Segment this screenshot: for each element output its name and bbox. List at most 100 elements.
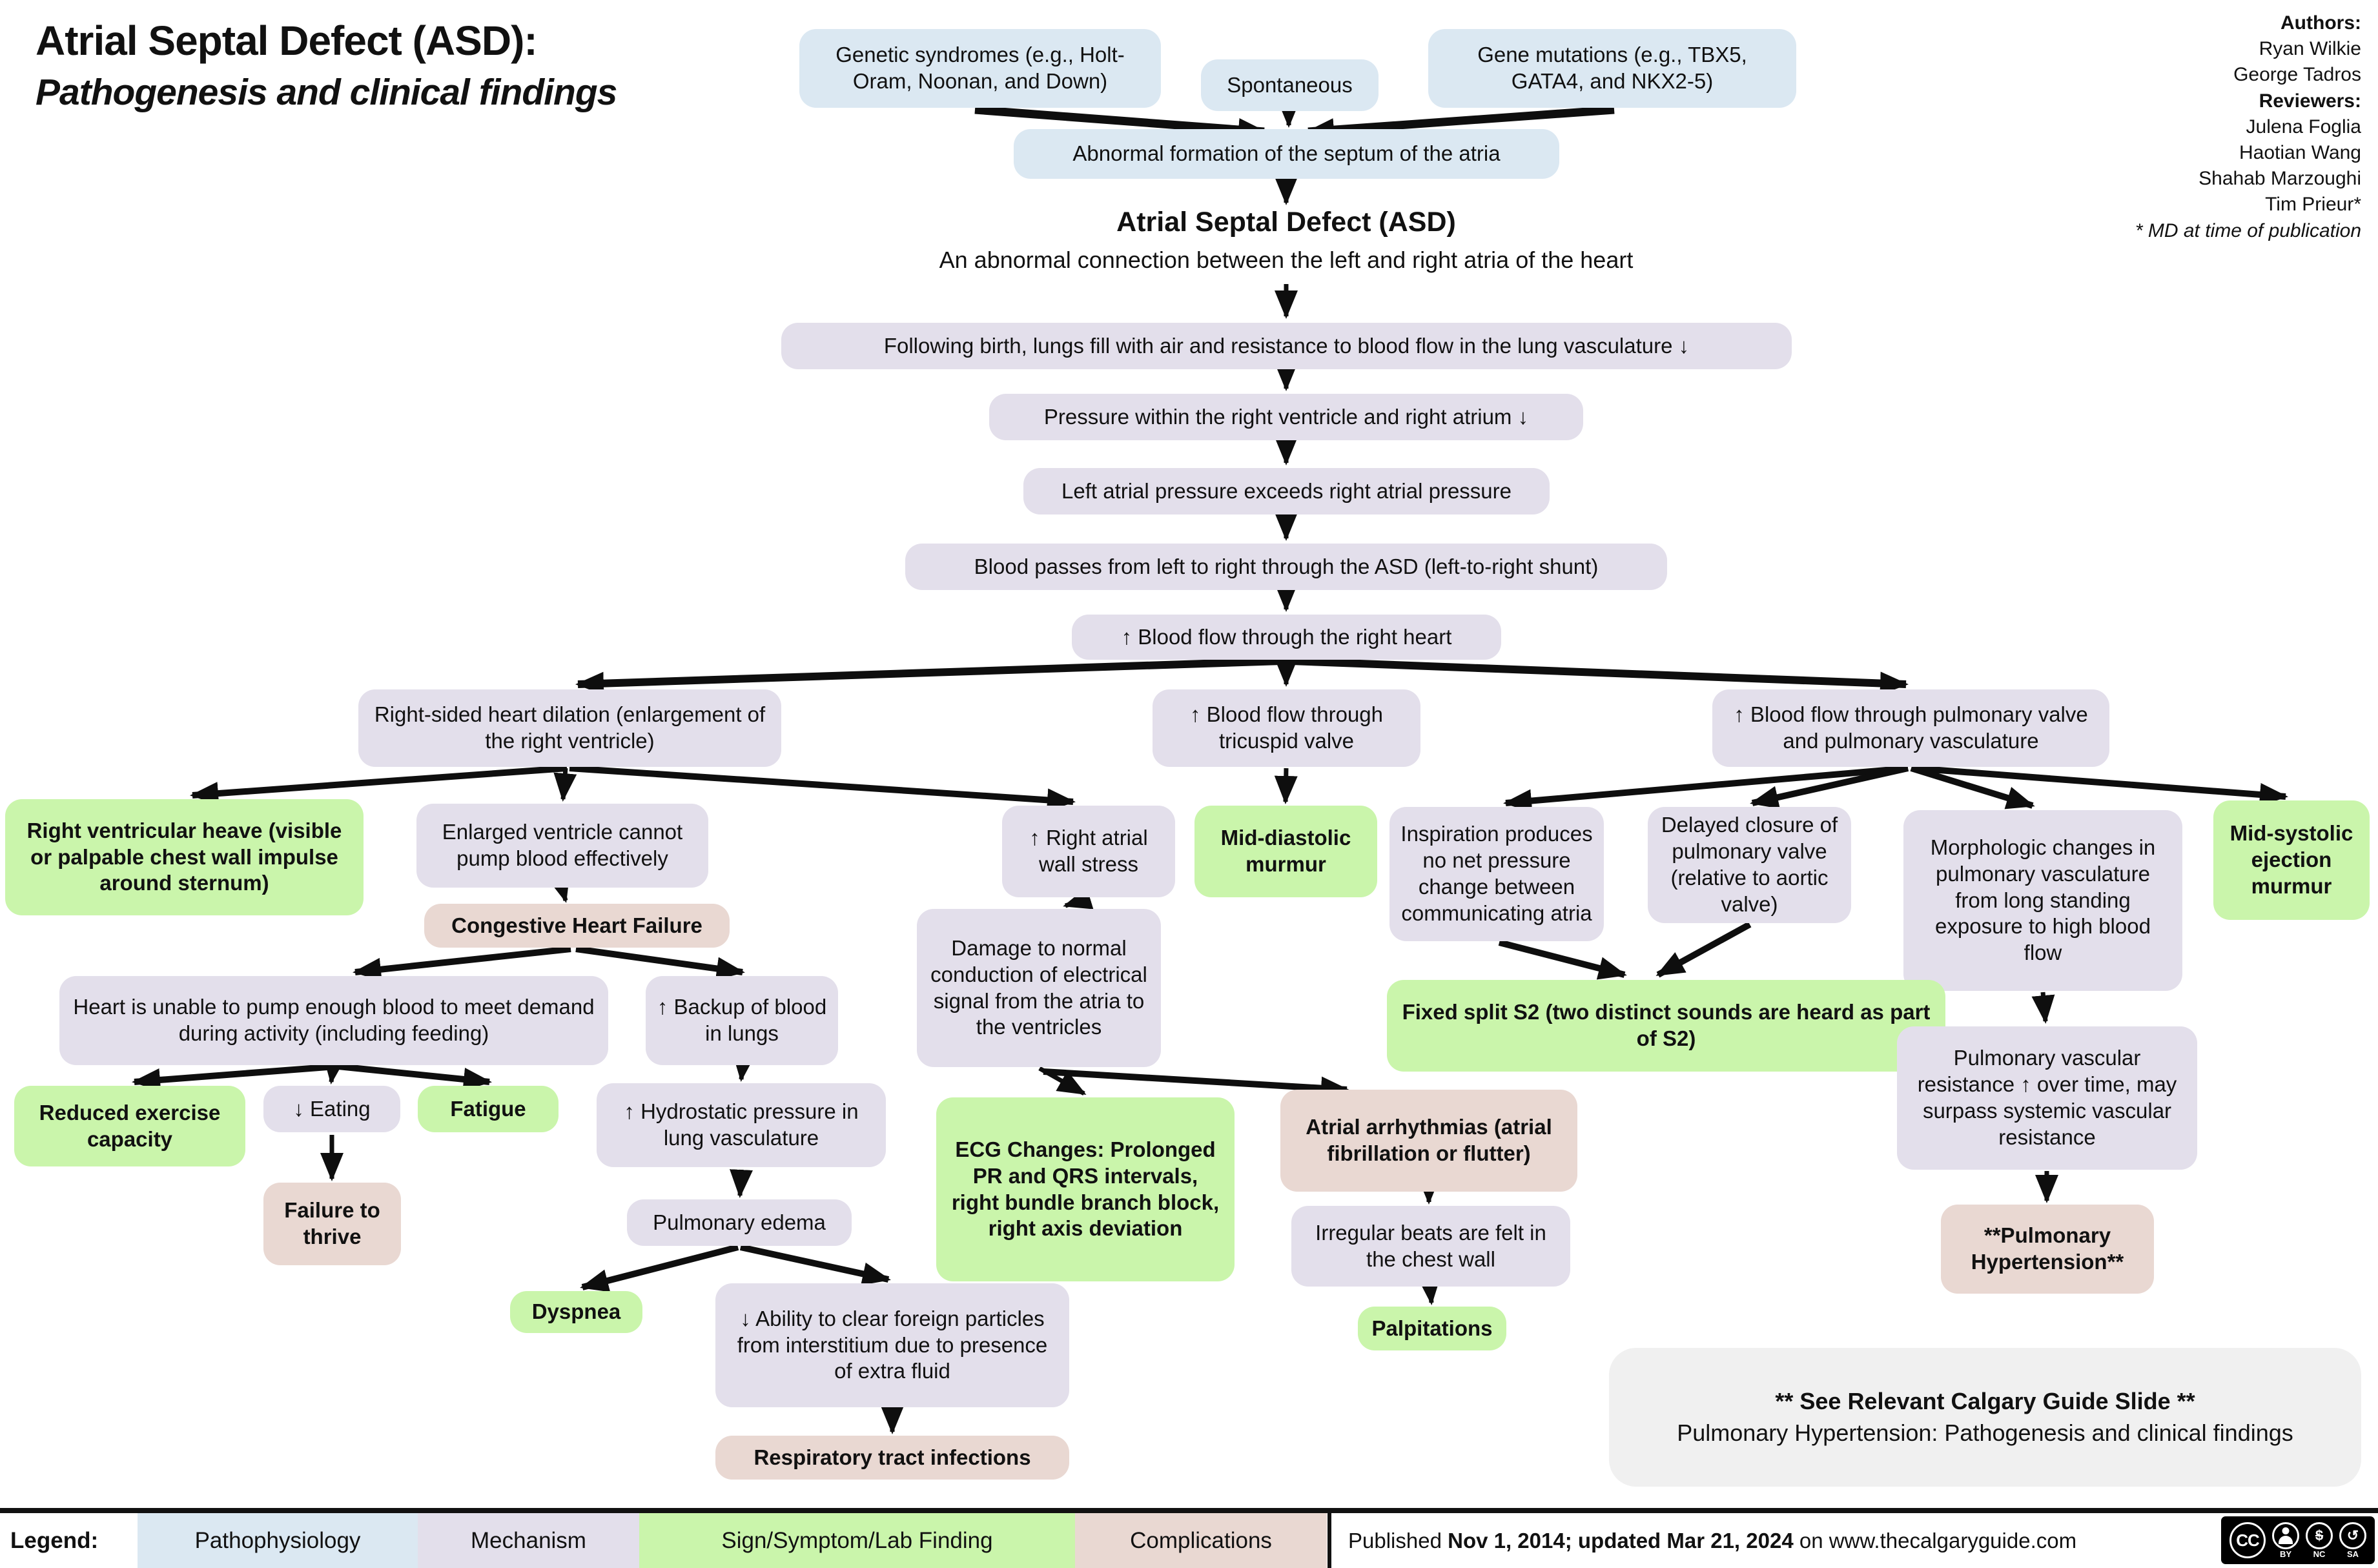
diagram-title-line2: Pathogenesis and clinical findings	[36, 72, 617, 113]
node-flow-right-heart: ↑ Blood flow through the right heart	[1072, 615, 1501, 660]
node-backup-lungs: ↑ Backup of blood in lungs	[646, 976, 838, 1065]
node-heart-unable: Heart is unable to pump enough blood to …	[59, 976, 608, 1065]
reviewer-name: Tim Prieur*	[2265, 194, 2361, 216]
node-failure-thrive: Failure to thrive	[263, 1183, 401, 1265]
legend-item-complications: Complications	[1075, 1513, 1327, 1568]
credits-footnote: * MD at time of publication	[2135, 219, 2361, 241]
published-site: on www.thecalgaryguide.com	[1793, 1528, 2077, 1553]
node-pvr-increase: Pulmonary vascular resistance ↑ over tim…	[1897, 1026, 2197, 1170]
node-gene-mutations: Gene mutations (e.g., TBX5, GATA4, and N…	[1428, 29, 1796, 108]
arrow	[1655, 921, 1752, 978]
arrow	[1750, 765, 1909, 809]
sa-label: SA	[2346, 1549, 2359, 1559]
diagram-title: Atrial Septal Defect (ASD): Pathogenesis…	[36, 17, 617, 114]
node-clear-particles: ↓ Ability to clear foreign particles fro…	[715, 1283, 1069, 1407]
node-genetic-syndromes: Genetic syndromes (e.g., Holt-Oram, Noon…	[799, 29, 1161, 108]
arrow	[190, 765, 568, 806]
node-right-atrial-stress: ↑ Right atrial wall stress	[1002, 806, 1175, 897]
arrow	[1291, 657, 1909, 695]
arrow	[553, 768, 577, 802]
node-spontaneous: Spontaneous	[1201, 59, 1379, 111]
arrow	[338, 1063, 492, 1091]
arrow	[1910, 765, 2035, 809]
by-label: BY	[2279, 1549, 2292, 1559]
node-hydrostatic: ↑ Hydrostatic pressure in lung vasculatu…	[597, 1083, 886, 1167]
node-inspiration: Inspiration produces no net pressure cha…	[1389, 807, 1604, 941]
node-morphologic-changes: Morphologic changes in pulmonary vascula…	[1903, 810, 2182, 991]
arrow	[575, 657, 1282, 695]
node-abnormal-formation: Abnormal formation of the septum of the …	[1014, 129, 1559, 179]
node-left-atrial-pressure: Left atrial pressure exceeds right atria…	[1023, 468, 1550, 514]
published-dates: Nov 1, 2014; updated Mar 21, 2024	[1448, 1528, 1794, 1553]
arrow	[1417, 1276, 1441, 1305]
node-irregular-beats: Irregular beats are felt in the chest wa…	[1291, 1206, 1570, 1287]
legend-label: Legend:	[10, 1527, 99, 1553]
node-damage-conduction: Damage to normal conduction of electrica…	[917, 909, 1161, 1067]
node-right-heart-dilation: Right-sided heart dilation (enlargement …	[358, 689, 781, 767]
node-pulmonary-edema: Pulmonary edema	[627, 1199, 852, 1246]
credits-block: Authors: Ryan Wilkie George Tadros Revie…	[2135, 10, 2361, 244]
node-delayed-closure: Delayed closure of pulmonary valve (rela…	[1648, 807, 1851, 923]
nc-icon: $	[2306, 1522, 2333, 1549]
arrow	[132, 1063, 336, 1092]
author-name: George Tadros	[2233, 64, 2361, 86]
node-blood-passes: Blood passes from left to right through …	[905, 544, 1667, 590]
arrow	[730, 1169, 753, 1198]
arrow	[1063, 887, 1094, 910]
nc-stack: $ NC	[2306, 1522, 2333, 1558]
arrow	[1498, 939, 1627, 980]
node-dyspnea: Dyspnea	[510, 1291, 642, 1333]
arrow	[1038, 1066, 1087, 1096]
sa-stack: ↺ SA	[2339, 1522, 2366, 1558]
reviewer-name: Julena Foglia	[2246, 116, 2361, 137]
reviewer-name: Shahab Marzoughi	[2199, 168, 2361, 190]
cc-license-badge: CC BY $ NC ↺ SA	[2219, 1514, 2377, 1566]
arrow	[547, 872, 570, 903]
sa-icon: ↺	[2339, 1522, 2366, 1549]
authors-label: Authors:	[2281, 12, 2361, 34]
node-rv-heave: Right ventricular heave (visible or palp…	[5, 799, 364, 915]
arrow	[1913, 765, 2288, 806]
legend-vertical-divider	[1327, 1513, 1331, 1568]
node-resp-infections: Respiratory tract infections	[715, 1436, 1069, 1480]
node-fixed-split-s2: Fixed split S2 (two distinct sounds are …	[1387, 980, 1945, 1072]
see-slide-note: ** See Relevant Calgary Guide Slide ** P…	[1609, 1348, 2361, 1487]
legend-divider-line	[0, 1508, 2378, 1513]
published-prefix: Published	[1348, 1528, 1448, 1553]
node-following-birth: Following birth, lungs fill with air and…	[781, 323, 1792, 369]
legend-item-sign-symptom: Sign/Symptom/Lab Finding	[639, 1513, 1075, 1568]
by-stack: BY	[2272, 1522, 2299, 1558]
legend-item-mechanism: Mechanism	[418, 1513, 639, 1568]
asd-heading: Atrial Septal Defect (ASD)	[1116, 207, 1456, 238]
node-palpitations: Palpitations	[1358, 1307, 1506, 1350]
arrow	[974, 105, 1267, 141]
node-tricuspid-flow: ↑ Blood flow through tricuspid valve	[1153, 689, 1420, 767]
publication-info: Published Nov 1, 2014; updated Mar 21, 2…	[1348, 1513, 2076, 1568]
node-pulmonary-flow: ↑ Blood flow through pulmonary valve and…	[1712, 689, 2109, 767]
node-enlarged-ventricle: Enlarged ventricle cannot pump blood eff…	[416, 804, 708, 888]
node-pulm-htn: **Pulmonary Hypertension**	[1941, 1205, 2154, 1294]
arrow	[569, 765, 1076, 812]
reviewer-name: Haotian Wang	[2239, 141, 2361, 163]
arrow	[739, 1244, 891, 1286]
arrow	[575, 946, 745, 981]
by-person-icon	[2272, 1522, 2299, 1549]
nc-label: NC	[2313, 1549, 2326, 1559]
node-pressure-rv-ra: Pressure within the right ventricle and …	[989, 394, 1583, 440]
see-slide-note-line2: Pulmonary Hypertension: Pathogenesis and…	[1677, 1419, 2293, 1446]
node-chf: Congestive Heart Failure	[424, 904, 730, 948]
arrow	[1043, 1068, 1349, 1100]
arrow	[580, 1244, 739, 1292]
asd-subheading: An abnormal connection between the left …	[939, 247, 1634, 273]
arrow	[323, 1055, 346, 1084]
node-fatigue: Fatigue	[418, 1086, 559, 1132]
node-mid-systolic-murmur: Mid-systolic ejection murmur	[2213, 800, 2370, 920]
arrow	[2031, 992, 2055, 1024]
arrow	[1503, 765, 1909, 813]
arrow	[1306, 105, 1615, 142]
arrow	[732, 1052, 755, 1082]
reviewers-label: Reviewers:	[2259, 90, 2361, 112]
node-ecg-changes: ECG Changes: Prolonged PR and QRS interv…	[936, 1097, 1235, 1281]
node-reduced-exercise: Reduced exercise capacity	[14, 1086, 245, 1166]
